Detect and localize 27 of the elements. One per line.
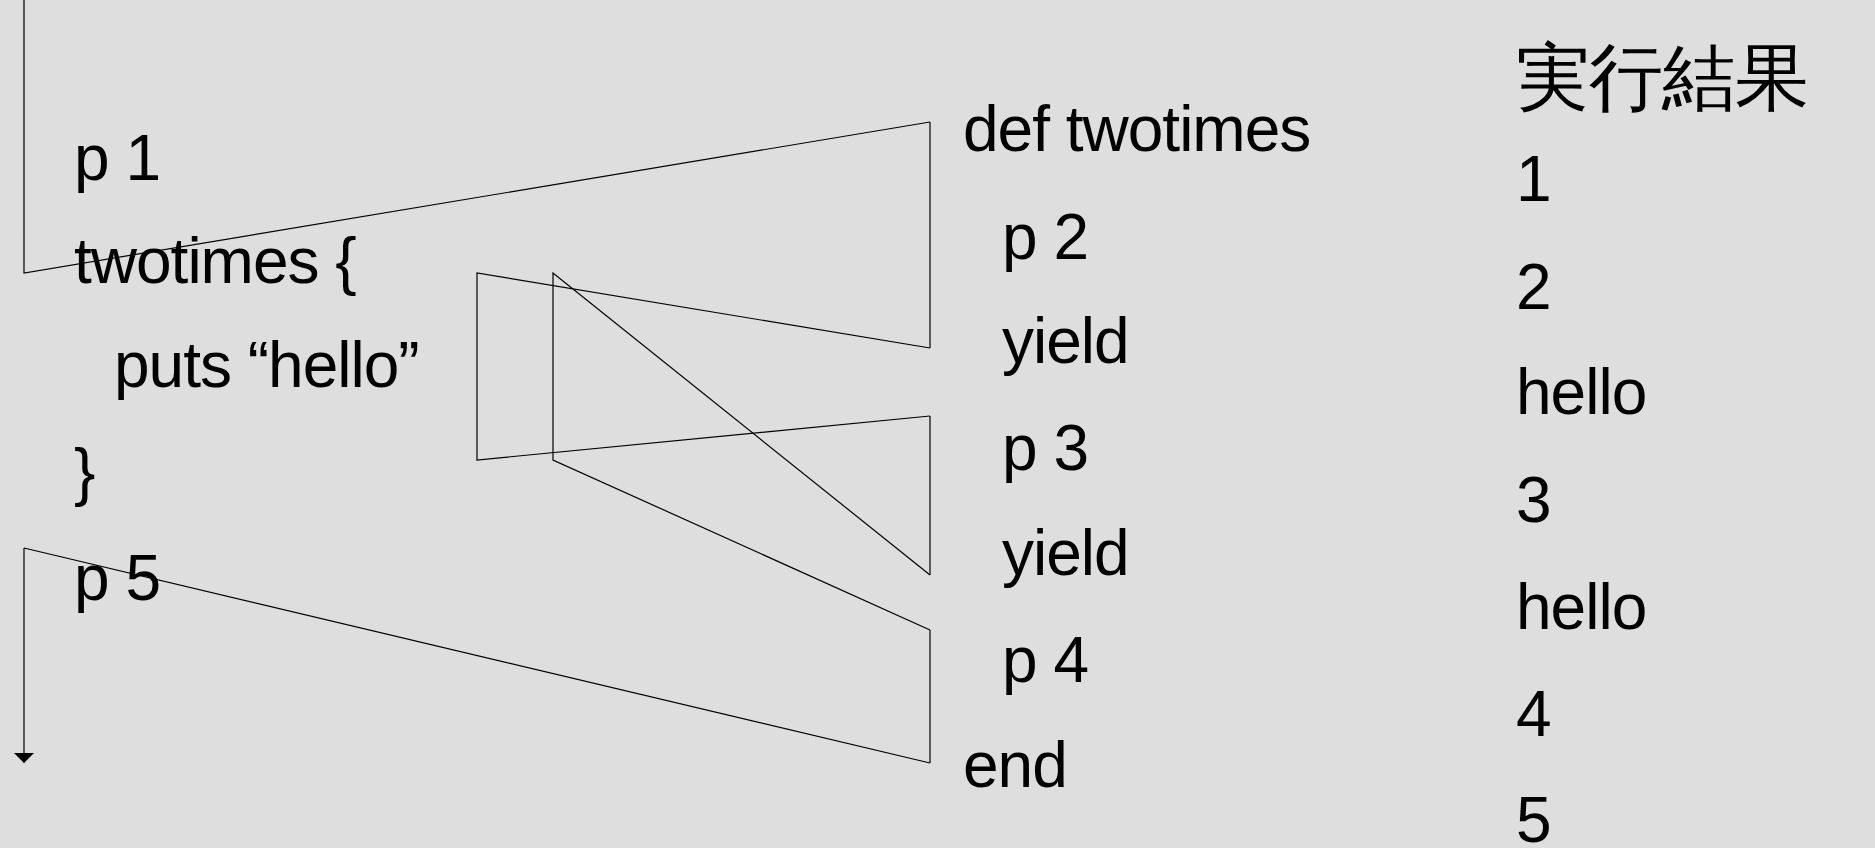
output-line: 4 — [1516, 677, 1551, 752]
connector-line — [929, 415, 931, 576]
code-line: yield — [930, 305, 1129, 377]
connector-line — [929, 121, 931, 349]
result-heading: 実行結果 — [1516, 38, 1808, 118]
output-line: 1 — [1516, 142, 1551, 217]
code-line: yield — [930, 517, 1129, 589]
connector-line — [476, 272, 931, 461]
code-line: p 4 — [930, 624, 1088, 696]
output-line: 5 — [1516, 783, 1551, 848]
code-line: puts “hello” — [24, 329, 477, 401]
code-line: } — [24, 436, 95, 508]
output-line: 2 — [1516, 250, 1551, 325]
code-line: p 2 — [930, 201, 1088, 273]
arrow — [14, 547, 34, 764]
output-line: hello — [1516, 355, 1647, 430]
connector-line — [23, 0, 931, 274]
output-line: 3 — [1516, 463, 1551, 538]
code-line: p 1 — [24, 122, 160, 194]
output-line: hello — [1516, 570, 1647, 645]
connector-line — [552, 271, 931, 631]
connector-line — [929, 629, 931, 764]
code-line: p 3 — [930, 412, 1088, 484]
code-line: end — [930, 729, 1067, 801]
connector-line — [23, 547, 931, 764]
code-line: twotimes { — [24, 225, 356, 297]
code-line: def twotimes — [930, 93, 1311, 165]
